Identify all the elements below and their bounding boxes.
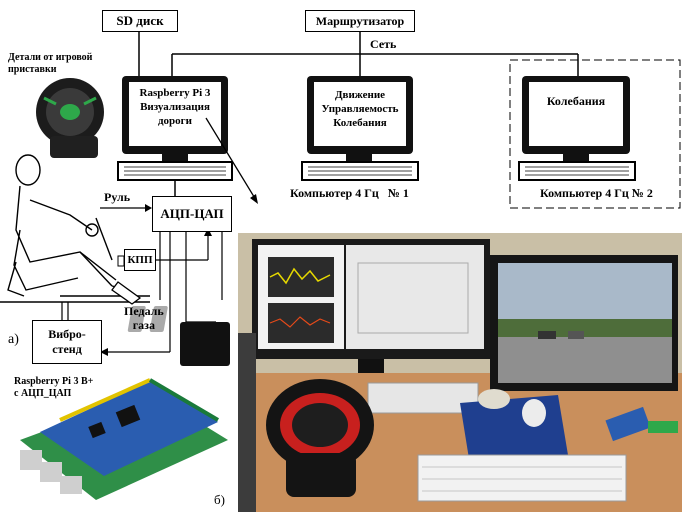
pc2-monitor: [518, 76, 636, 181]
vibro-stand-box: Вибро- стенд: [32, 320, 102, 364]
gearbox-box: КПП: [124, 249, 156, 271]
label-a: а): [8, 332, 19, 347]
pc1-screen-text: Движение Управляемость Колебания: [321, 89, 399, 129]
steering-label: Руль: [104, 190, 131, 204]
gas-pedal-label: Педаль газа: [124, 304, 164, 332]
pc1-monitor: [301, 76, 419, 181]
game-wheel-icon: [36, 78, 104, 158]
pedal-sketch: [111, 281, 142, 305]
rpi-screen-text: Raspberry Pi 3 Визуализация дороги: [139, 87, 211, 127]
adc-dac-box: АЦП-ЦАП: [152, 196, 232, 232]
rpi-board-label: Raspberry Pi 3 B+ с АЦП_ЦАП: [14, 376, 94, 399]
label-b: б): [214, 492, 225, 507]
stand-photo-drawing: [238, 233, 682, 512]
game-parts-label: Детали от игровой приставки: [8, 52, 93, 75]
sd-card-box: SD диск: [102, 10, 178, 32]
driver-sketch: [7, 154, 150, 297]
router-box: Маршрутизатор: [305, 10, 415, 32]
pedals-photo: [127, 306, 230, 366]
stand-photo: [238, 233, 682, 512]
pc2-caption: Компьютер 4 Гц № 2: [540, 186, 653, 200]
rpi-board-photo: [20, 378, 228, 500]
network-label: Сеть: [370, 37, 397, 51]
pc2-screen-text: Колебания: [546, 94, 606, 108]
pc1-caption: Компьютер 4 Гц № 1: [290, 186, 409, 200]
